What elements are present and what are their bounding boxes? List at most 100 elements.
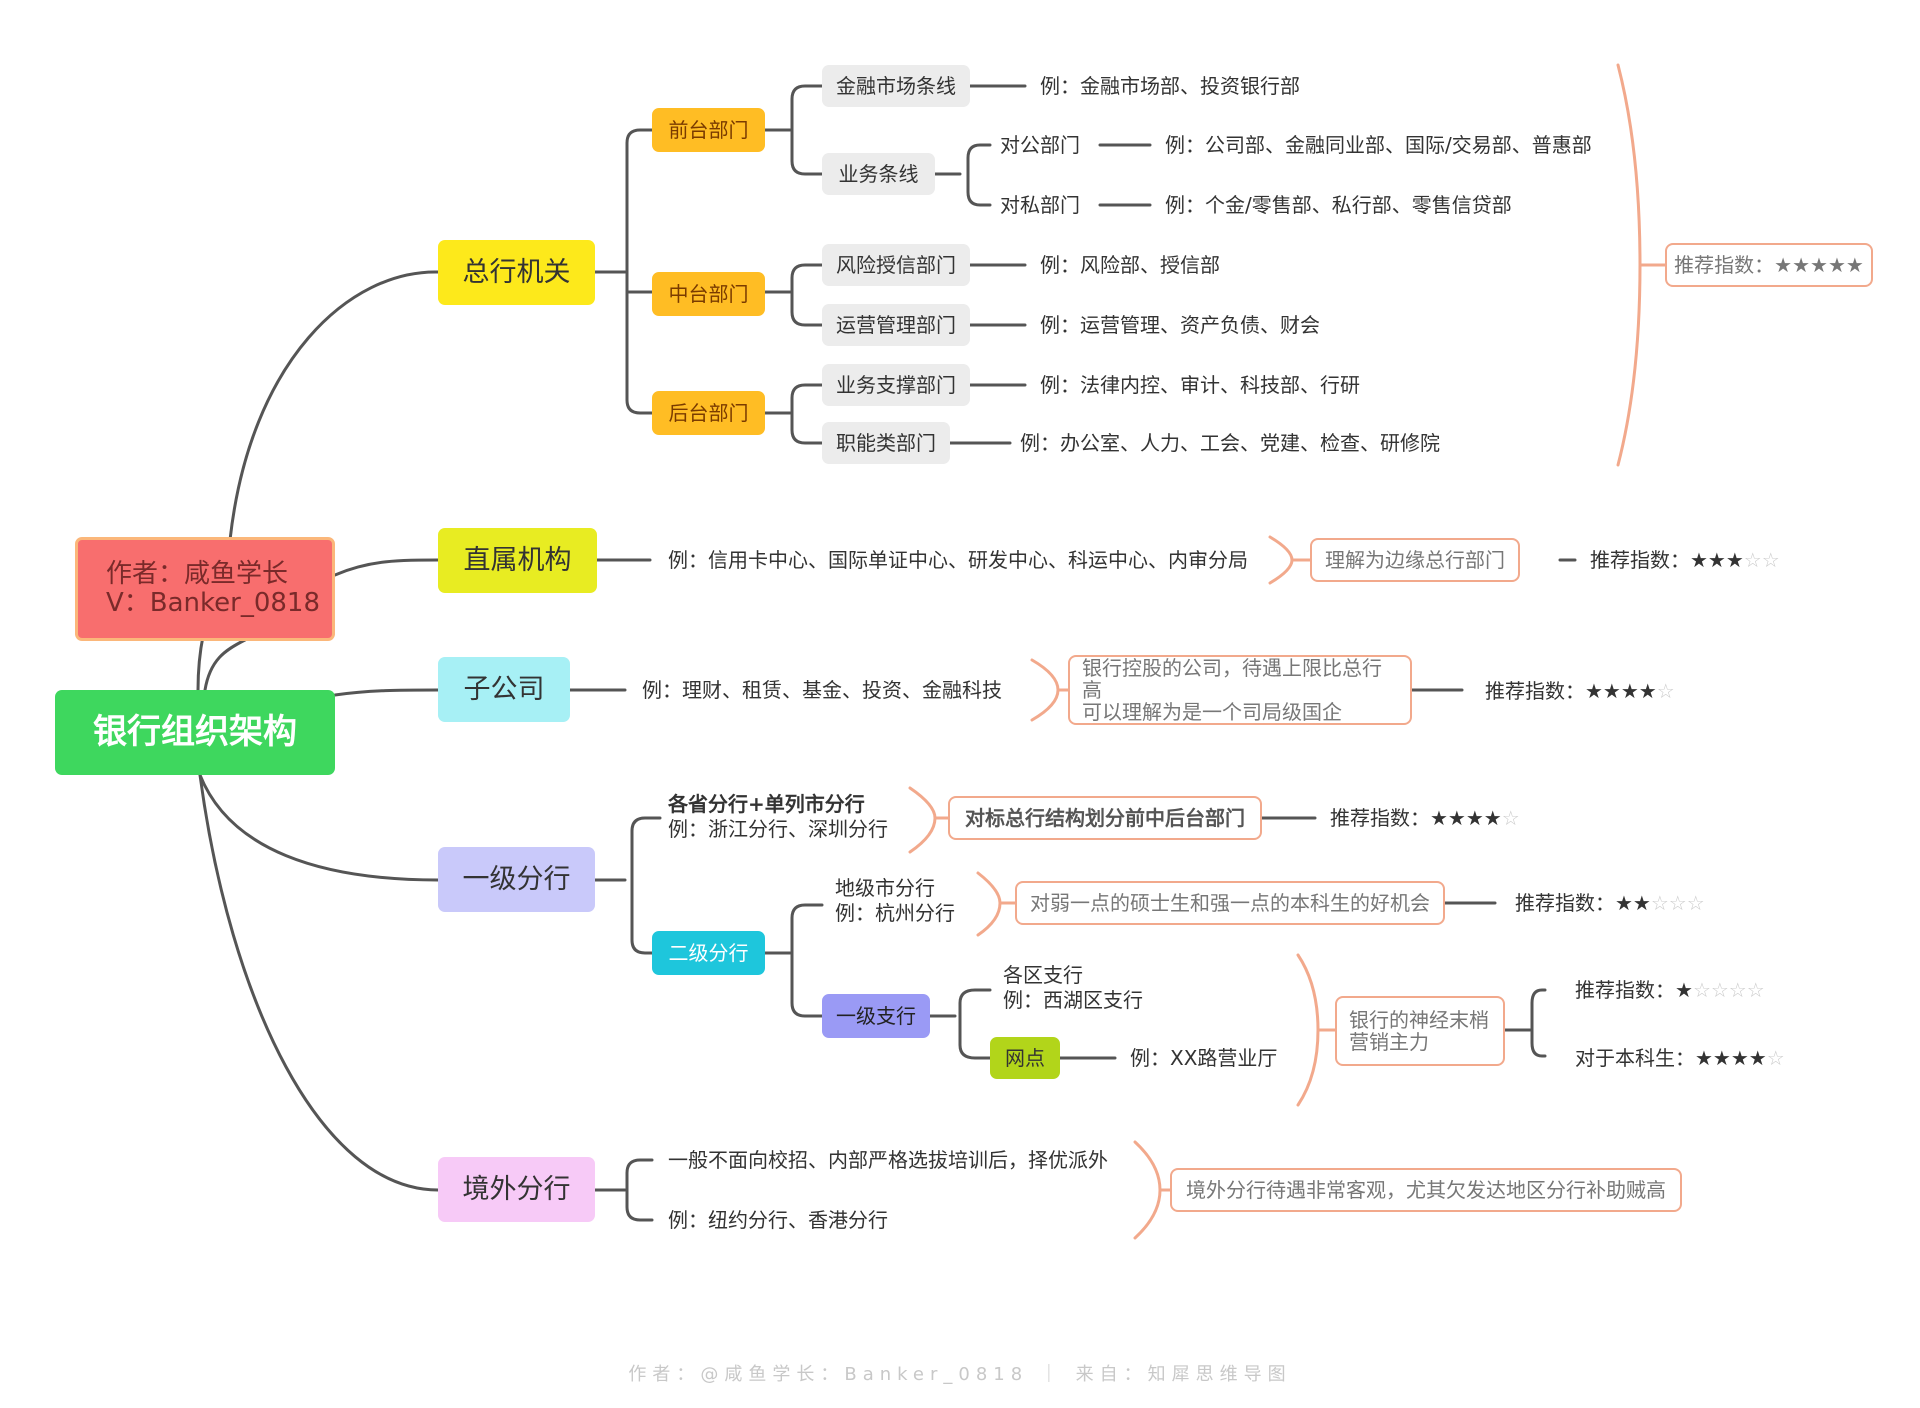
rating-zhihang-1: 推荐指数：★☆☆☆☆ [1575,978,1765,1002]
node-fengxian-label: 风险授信部门 [836,253,956,277]
example-wangdian: 例：XX路营业厅 [1130,1046,1278,1070]
rating-zigongsi: 推荐指数：★★★★☆ [1485,679,1675,703]
node-jingwai: 境外分行 [438,1157,595,1222]
note-jingwai: 境外分行待遇非常客观，尤其欠发达地区分行补助贼高 [1170,1168,1682,1212]
sheng-example: 例：浙江分行、深圳分行 [668,817,888,841]
rating-diji: 推荐指数：★★☆☆☆ [1515,891,1705,915]
root-label: 银行组织架构 [93,711,297,752]
note-sheng: 对标总行结构划分前中后台部门 [948,796,1262,840]
node-duigong: 对公部门 [1000,133,1080,157]
node-zhihang-label: 一级支行 [836,1004,916,1028]
rating-sheng-stars: ★★★★ [1430,806,1502,830]
node-zigongsi: 子公司 [438,657,570,722]
rating-zhihang-2-label: 对于本科生： [1575,1046,1695,1070]
note-zhihang-line1: 银行的神经末梢 [1349,1008,1489,1032]
node-zhongtai: 中台部门 [652,272,765,316]
rating-zhihang-1-stars: ★ [1675,978,1693,1002]
node-yiji-label: 一级分行 [462,863,571,895]
node-wangdian: 网点 [990,1037,1060,1079]
node-zhihang: 一级支行 [822,994,930,1038]
diji-title: 地级市分行 [835,876,935,900]
note-zhihang: 银行的神经末梢 营销主力 [1335,996,1505,1066]
node-qiantai: 前台部门 [652,108,765,152]
note-zigongsi-line2: 可以理解为是一个司局级国企 [1082,700,1342,724]
rating-diji-empty: ☆☆☆ [1650,891,1705,915]
node-zigongsi-label: 子公司 [463,673,545,705]
note-sheng-text: 对标总行结构划分前中后台部门 [965,806,1245,830]
node-zonghang-label: 总行机关 [462,256,571,288]
example-zhishu: 例：信用卡中心、国际单证中心、研发中心、科运中心、内审分局 [668,548,1248,572]
jingwai-line1: 一般不面向校招、内部严格选拔培训后，择优派外 [668,1148,1108,1172]
rating-zhihang-2: 对于本科生：★★★★☆ [1575,1046,1785,1070]
rating-zhihang-1-label: 推荐指数： [1575,978,1675,1002]
rating-sheng-empty: ☆ [1501,806,1520,830]
rating-zhishu-label: 推荐指数： [1590,548,1690,572]
note-diji: 对弱一点的硕士生和强一点的本科生的好机会 [1015,881,1445,925]
root-node: 银行组织架构 [55,690,335,775]
author-node: 作者：咸鱼学长 V：Banker_0818 [75,537,335,641]
example-zigongsi: 例：理财、租赁、基金、投资、金融科技 [642,678,1002,702]
note-jingwai-text: 境外分行待遇非常客观，尤其欠发达地区分行补助贼高 [1186,1178,1666,1202]
note-zhishu-text: 理解为边缘总行部门 [1325,548,1505,572]
node-houtai-label: 后台部门 [668,401,749,425]
rating-diji-stars: ★★ [1615,891,1651,915]
rating-zhihang-1-empty: ☆☆☆☆ [1692,978,1765,1002]
jingwai-line2: 例：纽约分行、香港分行 [668,1208,888,1232]
note-zhihang-line2: 营销主力 [1349,1030,1429,1054]
node-zhicheng-label: 业务支撑部门 [836,373,956,397]
diji-example: 例：杭州分行 [835,901,955,925]
example-fengxian: 例：风险部、授信部 [1040,253,1220,277]
node-zhishu: 直属机构 [438,528,597,593]
author-id: V：Banker_0818 [106,588,321,618]
rating-sheng: 推荐指数：★★★★☆ [1330,806,1520,830]
node-jinrong-label: 金融市场条线 [836,74,956,98]
node-yewu-label: 业务条线 [838,162,919,186]
rating-zigongsi-empty: ☆ [1656,679,1675,703]
node-jingwai-label: 境外分行 [462,1173,571,1205]
rating-zhishu: 推荐指数：★★★☆☆ [1590,548,1780,572]
note-zhishu: 理解为边缘总行部门 [1310,538,1520,582]
node-zhineng: 职能类部门 [822,422,950,464]
node-houtai: 后台部门 [652,391,765,435]
sheng-title: 各省分行+单列市分行 [668,792,865,816]
example-duisi: 例：个金/零售部、私行部、零售信贷部 [1165,193,1512,217]
node-qiantai-label: 前台部门 [668,118,749,142]
example-jinrong: 例：金融市场部、投资银行部 [1040,74,1300,98]
rating-zhishu-stars: ★★★ [1690,548,1744,572]
rating-zigongsi-label: 推荐指数： [1485,679,1585,703]
rating-zhihang-2-empty: ☆ [1766,1046,1785,1070]
rating-diji-label: 推荐指数： [1515,891,1615,915]
note-zigongsi: 银行控股的公司，待遇上限比总行高 可以理解为是一个司局级国企 [1068,655,1412,725]
footer-credit: 作者：@咸鱼学长：Banker_0818 ｜ 来自：知犀思维导图 [628,1364,1292,1385]
example-duigong: 例：公司部、金融同业部、国际/交易部、普惠部 [1165,133,1592,157]
node-erji-label: 二级分行 [668,941,749,965]
node-duisi: 对私部门 [1000,193,1080,217]
example-yunying: 例：运营管理、资产负债、财会 [1040,313,1320,337]
rating-zonghang-text: 推荐指数：★★★★★ [1674,253,1864,277]
node-zhongtai-label: 中台部门 [668,282,749,306]
node-yunying-label: 运营管理部门 [836,313,956,337]
rating-zhishu-empty: ☆☆ [1743,548,1780,572]
node-zhicheng: 业务支撑部门 [822,364,970,406]
node-yiji: 一级分行 [438,847,595,912]
rating-zigongsi-stars: ★★★★ [1585,679,1657,703]
note-zigongsi-line1: 银行控股的公司，待遇上限比总行高 [1082,656,1382,702]
rating-zonghang: 推荐指数：★★★★★ [1665,243,1873,287]
rating-zhihang-2-stars: ★★★★ [1695,1046,1767,1070]
node-fengxian: 风险授信部门 [822,244,970,286]
node-zhishu-label: 直属机构 [463,544,572,576]
node-yunying: 运营管理部门 [822,304,970,346]
gequ-title: 各区支行 [1003,963,1083,987]
example-zhicheng: 例：法律内控、审计、科技部、行研 [1040,373,1360,397]
node-erji: 二级分行 [652,931,765,975]
node-wangdian-label: 网点 [1005,1046,1045,1070]
node-zonghang: 总行机关 [438,240,595,305]
example-zhineng: 例：办公室、人力、工会、党建、检查、研修院 [1020,431,1440,455]
author-name: 作者：咸鱼学长 [106,559,289,590]
note-diji-text: 对弱一点的硕士生和强一点的本科生的好机会 [1030,891,1430,915]
rating-sheng-label: 推荐指数： [1330,806,1430,830]
node-yewu: 业务条线 [822,153,935,195]
node-zhineng-label: 职能类部门 [836,431,936,455]
node-jinrong: 金融市场条线 [822,65,970,107]
